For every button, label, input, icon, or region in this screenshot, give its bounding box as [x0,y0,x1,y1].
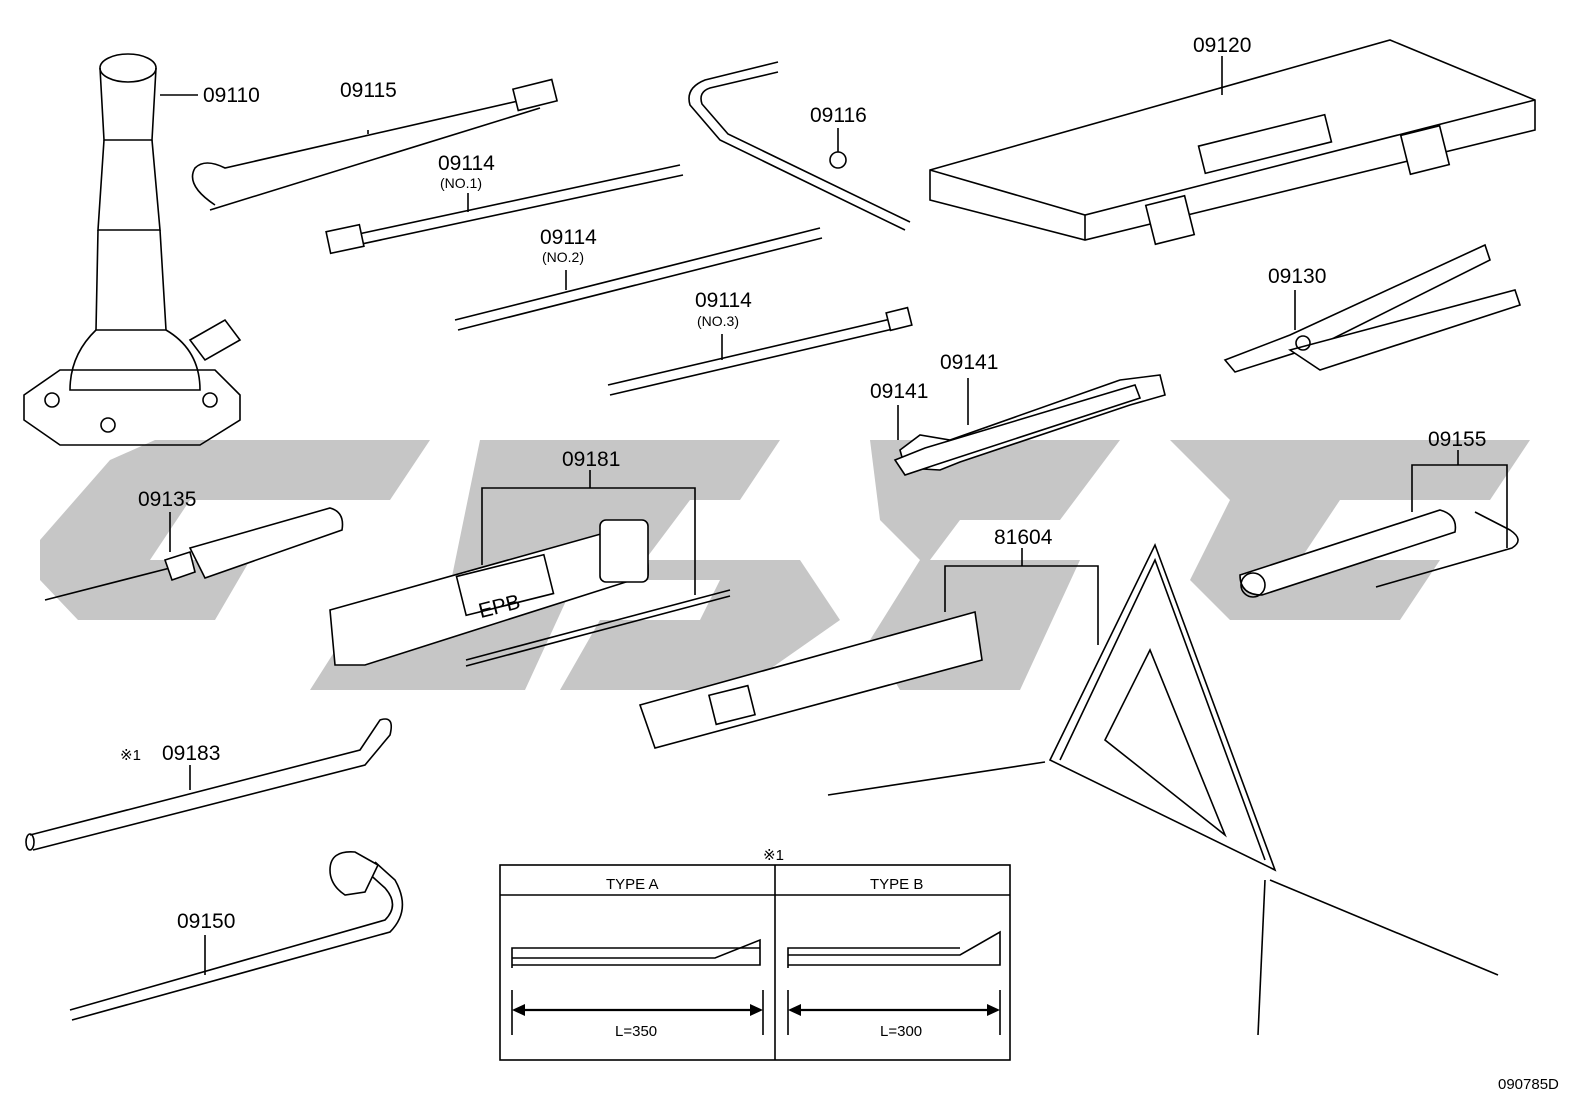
label-09114-1: 09114 [438,152,495,175]
jack-09110 [23,53,242,446]
label-09114-2: 09114 [540,226,597,249]
label-09150: 09150 [177,910,235,933]
label-81604: 81604 [994,526,1053,549]
wrench-09141 [893,374,1166,476]
tool-09114-no1 [325,164,684,255]
tool-09116 [688,61,911,231]
label-09135: 09135 [138,488,196,511]
label-09141-a: 09141 [940,351,998,374]
label-09114-3-sub: (NO.3) [697,313,739,329]
tool-09114-no2 [454,227,823,331]
epb-09181 [329,470,731,667]
label-09115: 09115 [340,79,397,102]
label-09116: 09116 [810,104,867,127]
screwdriver-09135 [44,507,344,601]
length-b: L=300 [880,1023,922,1040]
label-09114-1-sub: (NO.1) [440,175,482,191]
label-09183-mark: ※1 [120,747,141,764]
type-table [499,864,1011,1061]
case-09120 [929,39,1536,246]
tool-09114-no3 [607,306,913,396]
label-09130: 09130 [1268,265,1326,288]
triangle-81604 [638,542,1499,1036]
label-09114-2-sub: (NO.2) [542,249,584,265]
tool-09155 [1239,450,1519,598]
label-09110: 09110 [203,84,260,107]
label-09183: 09183 [162,742,220,765]
type-b-header: TYPE B [870,876,923,893]
tool-09183 [25,718,393,851]
tool-09115 [191,78,559,211]
pliers-09130 [1223,243,1522,373]
reference-code: 090785D [1498,1076,1559,1093]
label-09114-3: 09114 [695,289,752,312]
label-09181: 09181 [562,448,620,471]
label-09141-b: 09141 [870,380,928,403]
label-09120: 09120 [1193,34,1251,57]
label-09155: 09155 [1428,428,1486,451]
type-a-header: TYPE A [606,876,659,893]
table-mark: ※1 [763,847,784,864]
tool-09150 [69,851,404,1021]
length-a: L=350 [615,1023,657,1040]
